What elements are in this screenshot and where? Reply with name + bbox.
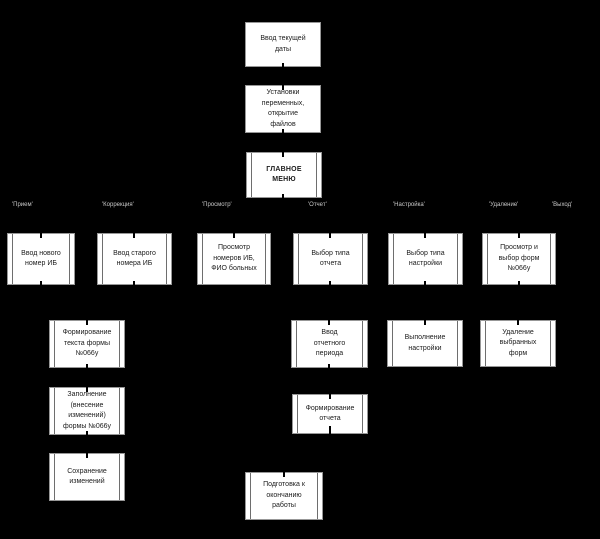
connector-notch: [328, 316, 330, 325]
node-view-select-forms-066u: Просмотр и выбор форм №066у: [482, 233, 556, 285]
connector-notch: [40, 281, 42, 290]
connector-notch: [282, 148, 284, 157]
node-label: Выбор типа настройки: [406, 249, 445, 268]
branch-label-priem: 'Прием': [12, 202, 33, 208]
node-select-settings-type: Выбор типа настройки: [388, 233, 463, 285]
connector-notch: [86, 449, 88, 458]
node-main-menu: ГЛАВНОЕ МЕНЮ: [246, 152, 322, 198]
node-label: Сохранение изменений: [67, 467, 107, 486]
node-label: Ввод старого номера ИБ: [113, 249, 156, 268]
connector-notch: [329, 426, 331, 435]
node-label: Удаление выбранных форм: [499, 328, 537, 357]
node-label: ГЛАВНОЕ МЕНЮ: [266, 165, 302, 184]
connector-notch: [40, 229, 42, 238]
node-fill-form-066u: Заполнение (внесение изменений) формы №0…: [49, 387, 125, 435]
connector-notch: [233, 229, 235, 238]
node-prepare-finish-work: Подготовка к окончанию работы: [245, 472, 323, 520]
connector-notch: [518, 229, 520, 238]
node-select-report-type: Выбор типа отчета: [293, 233, 368, 285]
connector-notch: [86, 364, 88, 373]
node-label: Просмотр номеров ИБ, ФИО больных: [211, 244, 257, 273]
node-view-ib-numbers-patients: Просмотр номеров ИБ, ФИО больных: [197, 233, 271, 285]
connector-notch: [282, 194, 284, 203]
branch-label-prosmotr: 'Просмотр': [202, 202, 232, 208]
connector-notch: [282, 81, 284, 90]
connector-notch: [424, 229, 426, 238]
node-label: Выполнение настройки: [404, 334, 446, 352]
node-label: Подготовка к окончанию работы: [263, 481, 305, 510]
node-apply-settings: Выполнение настройки: [387, 320, 463, 367]
connector-notch: [517, 316, 519, 325]
connector-notch: [133, 229, 135, 238]
node-label: Просмотр и выбор форм №066у: [498, 244, 540, 273]
node-enter-report-period: Ввод отчетного периода: [291, 320, 368, 368]
node-form-text-066u: Формирование текста формы №066у: [49, 320, 125, 368]
node-save-changes: Сохранение изменений: [49, 453, 125, 501]
connector-notch: [86, 316, 88, 325]
branch-label-nastroika: 'Настройка': [393, 202, 425, 208]
connector-notch: [86, 431, 88, 440]
connector-notch: [328, 364, 330, 373]
node-label: Формирование отчета: [305, 404, 355, 423]
connector-notch: [133, 281, 135, 290]
node-label: Ввод нового номер ИБ: [21, 249, 61, 268]
branch-label-udalenie: 'Удаление': [489, 202, 519, 208]
connector-notch: [86, 383, 88, 392]
node-delete-selected-forms: Удаление выбранных форм: [480, 320, 556, 367]
connector-notch: [282, 129, 284, 138]
node-label: Заполнение (внесение изменений) формы №0…: [62, 391, 112, 430]
node-label: Выбор типа отчета: [311, 249, 350, 268]
branch-label-otchet: 'Отчет': [308, 202, 327, 208]
connector-notch: [329, 229, 331, 238]
node-setup-variables-open-files: Установки переменных, открытие файлов: [245, 85, 321, 133]
connector-notch: [329, 281, 331, 290]
node-label: Ввод текущей даты: [260, 35, 306, 53]
node-label: Ввод отчетного периода: [313, 329, 346, 358]
connector-notch: [518, 281, 520, 290]
connector-notch: [329, 390, 331, 399]
node-enter-new-ib-number: Ввод нового номер ИБ: [7, 233, 75, 285]
node-enter-current-date: Ввод текущей даты: [245, 22, 321, 67]
connector-notch: [282, 63, 284, 72]
branch-label-korrekcia: 'Коррекция': [102, 202, 134, 208]
node-label: Установки переменных, открытие файлов: [261, 89, 305, 128]
node-label: Формирование текста формы №066у: [62, 329, 112, 358]
node-enter-old-ib-number: Ввод старого номера ИБ: [97, 233, 172, 285]
connector-notch: [283, 468, 285, 477]
connector-notch: [424, 316, 426, 325]
connector-notch: [424, 281, 426, 290]
branch-label-vyhod: 'Выход': [552, 202, 573, 208]
